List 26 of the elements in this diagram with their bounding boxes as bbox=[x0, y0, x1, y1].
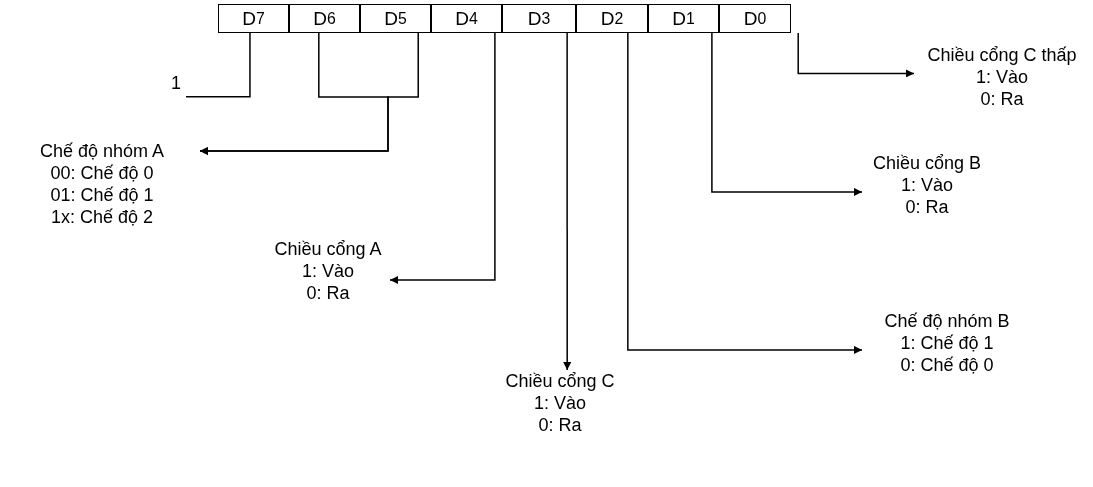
connector-line bbox=[185, 32, 251, 98]
arrow bbox=[627, 32, 863, 354]
field-heading: Chiều cổng C thấp bbox=[927, 44, 1077, 66]
bit-value: 1 bbox=[171, 72, 181, 94]
field-heading: Chiều cổng C bbox=[505, 370, 615, 392]
field-heading: Chiều cổng A bbox=[274, 238, 382, 260]
field-heading: Chế độ nhóm A bbox=[39, 140, 165, 162]
value-description: 1: Vào bbox=[975, 66, 1028, 88]
value-description: 01: Chế độ 1 bbox=[50, 184, 154, 206]
value-description: 00: Chế độ 0 bbox=[50, 162, 154, 184]
value-description: 0: Chế độ 0 bbox=[900, 354, 994, 376]
value-description: 1: Vào bbox=[533, 392, 586, 414]
value-description: 0: Ra bbox=[306, 282, 350, 304]
field-heading: Chiều cổng B bbox=[872, 152, 982, 174]
value-description: 1x: Chế độ 2 bbox=[50, 206, 154, 228]
value-description: 1: Vào bbox=[301, 260, 354, 282]
arrow bbox=[797, 32, 915, 78]
arrow bbox=[711, 32, 863, 196]
value-description: 0: Ra bbox=[538, 414, 582, 436]
value-description: 1: Vào bbox=[900, 174, 953, 196]
arrow bbox=[389, 32, 496, 284]
value-description: 0: Ra bbox=[980, 88, 1024, 110]
field-heading: Chế độ nhóm B bbox=[884, 310, 1010, 332]
arrow bbox=[563, 32, 572, 371]
value-description: 1: Chế độ 1 bbox=[900, 332, 994, 354]
value-description: 0: Ra bbox=[905, 196, 949, 218]
